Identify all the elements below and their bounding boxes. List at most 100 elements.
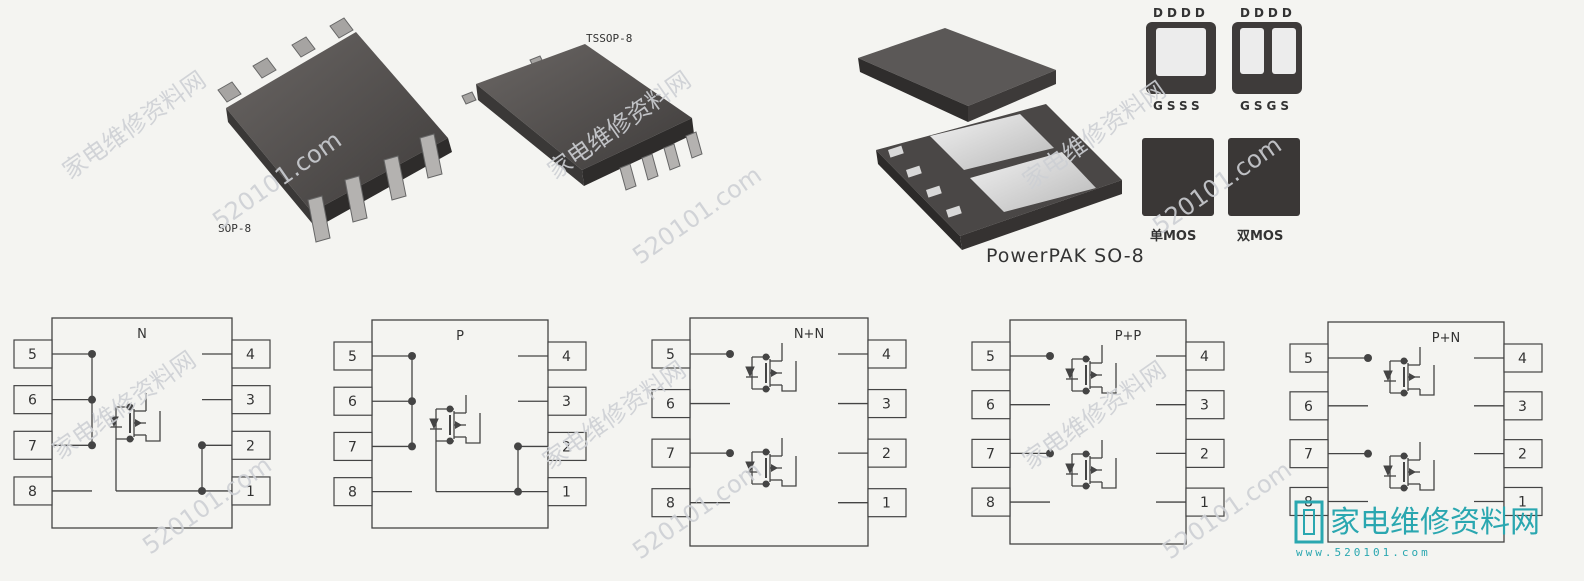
pin-box-left (1289, 439, 1329, 469)
logo-frame (1294, 500, 1324, 544)
site-logo: 家电维修资料网 www.520101.com (1294, 500, 1540, 559)
pin-number: 7 (986, 446, 995, 462)
pin-number: 8 (348, 485, 357, 501)
pin-box-right (1185, 487, 1225, 517)
dual-top-pins: DDDD (1240, 6, 1296, 20)
mosfet-symbol (1364, 347, 1435, 492)
pin-number: 2 (246, 438, 255, 454)
ic-outline (51, 317, 233, 529)
powerpak-top-package (858, 28, 1056, 122)
pin-number: 5 (1304, 351, 1313, 367)
pin-number: 6 (1304, 399, 1313, 415)
logo-text: 家电维修资料网 (1330, 505, 1540, 540)
dual-drain-pad-1 (1240, 28, 1264, 74)
mosfet-symbol (88, 350, 206, 495)
schematic-title: N+N (794, 327, 824, 342)
tssop8-label: TSSOP-8 (586, 32, 632, 45)
pin-number: 1 (246, 484, 255, 500)
pin-box-right (231, 385, 271, 415)
schematic-title: P+N (1432, 331, 1460, 346)
powerpak-label: PowerPAK SO-8 (986, 245, 1145, 267)
single-top-pins: DDDD (1153, 6, 1209, 20)
pin-number: 6 (986, 398, 995, 414)
tssop8-package: TSSOP-8 (461, 32, 703, 191)
pin-box-right (1503, 391, 1543, 421)
powerpak-drain-pad-1 (930, 114, 1054, 170)
pin-number: 6 (28, 393, 37, 409)
pin-number: 1 (882, 496, 891, 512)
pin-number: 4 (246, 347, 255, 363)
pin-number: 7 (1304, 447, 1313, 463)
pin-box-left (651, 339, 691, 369)
watermark-url: 520101.com (1157, 456, 1296, 565)
pin-number: 2 (1200, 446, 1209, 462)
mosfet-symbol (1046, 345, 1117, 490)
pin-box-right (1503, 486, 1543, 517)
pin-box-left (13, 476, 53, 506)
pin-number: 7 (666, 446, 675, 462)
powerpak-bottom-package: PowerPAK SO-8 (876, 104, 1145, 267)
pin-number: 5 (28, 347, 37, 363)
pin-number: 1 (1518, 494, 1527, 510)
ic-outline (1009, 319, 1187, 545)
ic-outline (689, 317, 869, 547)
pin-box-right (867, 488, 907, 518)
pin-box-right (231, 476, 271, 506)
pin-box-left (13, 385, 53, 415)
dual-mos-label: 双MOS (1237, 229, 1283, 244)
mosfet-symbol (408, 352, 522, 496)
sop8-top-leads (217, 17, 354, 103)
schematic-title: N (137, 327, 147, 342)
dual-mos-photo: 双MOS (1228, 138, 1300, 244)
sop8-package: SOP-8 (217, 17, 452, 243)
single-bottom-pins: GSSS (1153, 99, 1204, 113)
dual-mos-pinout: DDDD GSGS (1232, 6, 1302, 113)
dual-drain-pad-2 (1272, 28, 1296, 74)
pin-box-left (971, 390, 1011, 420)
pin-number: 7 (28, 438, 37, 454)
pin-number: 3 (1518, 399, 1527, 415)
pin-number: 1 (562, 485, 571, 501)
schematic-title: P (456, 329, 464, 344)
pin-number: 1 (1200, 495, 1209, 511)
pin-box-left (13, 430, 53, 460)
pin-box-right (867, 438, 907, 468)
pin-number: 6 (348, 394, 357, 410)
pin-number: 3 (1200, 398, 1209, 414)
pin-number: 3 (246, 393, 255, 409)
sop8-label: SOP-8 (218, 222, 251, 235)
watermark-cn: 家电维修资料网 (47, 346, 201, 465)
pin-number: 7 (348, 439, 357, 455)
dual-bottom-pins: GSGS (1240, 99, 1293, 113)
schematics-row: N56784321P56784321N+N56784321P+P56784321… (13, 317, 1543, 547)
tssop8-bottom-leads (619, 131, 703, 191)
single-drain-pad (1156, 28, 1206, 76)
pin-number: 2 (1518, 447, 1527, 463)
ic-outline (1327, 321, 1505, 543)
schematic-block: N 5 6 7 8 4 3 2 1 (13, 317, 271, 529)
pin-number: 6 (666, 397, 675, 413)
pin-number: 4 (1200, 349, 1209, 365)
powerpak-pins (888, 145, 962, 218)
pin-box-left (1289, 391, 1329, 421)
pin-box-left (651, 438, 691, 468)
pin-number: 5 (666, 347, 675, 363)
pin-box-left (651, 488, 691, 518)
pin-number: 4 (1518, 351, 1527, 367)
watermark-cn: 家电维修资料网 (57, 66, 211, 185)
pin-number: 8 (28, 484, 37, 500)
pin-box-left (1289, 343, 1329, 373)
pin-box-left (333, 341, 373, 371)
watermark-url: 520101.com (627, 456, 766, 565)
ic-outline (371, 319, 549, 529)
pin-box-right (1185, 341, 1225, 371)
pin-box-right (1185, 438, 1225, 468)
pin-box-right (547, 386, 587, 416)
single-mos-photo: 单MOS (1142, 138, 1214, 244)
mosfet-symbol (726, 343, 797, 488)
logo-url: www.520101.com (1296, 546, 1431, 559)
pin-number: 2 (562, 439, 571, 455)
pin-number: 5 (348, 349, 357, 365)
